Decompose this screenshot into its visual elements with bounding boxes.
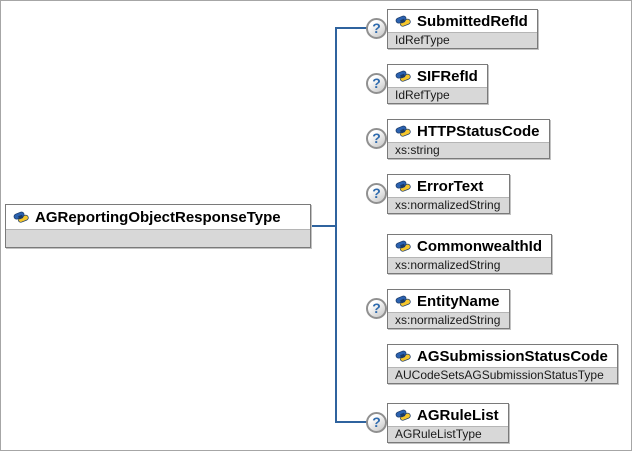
element-label: HTTPStatusCode: [417, 122, 540, 140]
element-icon: [395, 69, 411, 83]
element-icon: [395, 408, 411, 422]
element-node[interactable]: SIFRefId IdRefType: [387, 64, 488, 104]
optional-marker-icon: ?: [366, 73, 387, 94]
element-icon: [395, 14, 411, 28]
optional-marker-icon: ?: [366, 412, 387, 433]
element-icon: [395, 124, 411, 138]
element-type: xs:string: [388, 142, 549, 158]
element-node[interactable]: ErrorText xs:normalizedString: [387, 174, 511, 214]
element-icon: [395, 239, 411, 253]
element-type: xs:normalizedString: [388, 257, 552, 273]
element-type: xs:normalizedString: [388, 197, 510, 213]
element-label: SIFRefId: [417, 67, 478, 85]
element-node[interactable]: AGSubmissionStatusCode AUCodeSetsAGSubmi…: [387, 344, 618, 384]
connector-branch-top: [335, 27, 367, 29]
connector-root-stub: [311, 225, 337, 227]
optional-marker-icon: ?: [366, 18, 387, 39]
connector-trunk: [335, 27, 337, 423]
element-label: AGRuleList: [417, 406, 499, 424]
element-icon: [395, 179, 411, 193]
element-row: ? ErrorText xs:normalizedString: [366, 174, 511, 215]
root-node-type: [6, 229, 310, 247]
element-type: AGRuleListType: [388, 426, 508, 442]
element-label: ErrorText: [417, 177, 484, 195]
element-icon: [13, 210, 29, 224]
optional-marker-icon: ?: [366, 183, 387, 204]
element-row: ? AGSubmissionStatusCode AUCodeSetsAGSub…: [366, 344, 618, 385]
element-label: EntityName: [417, 292, 500, 310]
element-node[interactable]: EntityName xs:normalizedString: [387, 289, 511, 329]
optional-marker-icon: ?: [366, 128, 387, 149]
element-row: ? SubmittedRefId IdRefType: [366, 9, 538, 50]
element-label: CommonwealthId: [417, 237, 543, 255]
element-row: ? AGRuleList AGRuleListType: [366, 403, 509, 444]
root-node-label: AGReportingObjectResponseType: [35, 208, 281, 226]
element-node[interactable]: AGRuleList AGRuleListType: [387, 403, 509, 443]
element-icon: [395, 349, 411, 363]
element-node[interactable]: HTTPStatusCode xs:string: [387, 119, 550, 159]
optional-marker-icon: ?: [366, 298, 387, 319]
element-row: ? SIFRefId IdRefType: [366, 64, 488, 105]
element-node[interactable]: SubmittedRefId IdRefType: [387, 9, 538, 49]
element-row: ? HTTPStatusCode xs:string: [366, 119, 550, 160]
element-type: xs:normalizedString: [388, 312, 510, 328]
element-type: IdRefType: [388, 87, 487, 103]
element-node[interactable]: CommonwealthId xs:normalizedString: [387, 234, 553, 274]
root-node-title: AGReportingObjectResponseType: [6, 205, 310, 229]
root-element-node[interactable]: AGReportingObjectResponseType: [5, 204, 311, 248]
element-label: SubmittedRefId: [417, 12, 528, 30]
element-icon: [395, 294, 411, 308]
element-type: IdRefType: [388, 32, 537, 48]
element-type: AUCodeSetsAGSubmissionStatusType: [388, 367, 617, 383]
element-label: AGSubmissionStatusCode: [417, 347, 608, 365]
element-row: ? EntityName xs:normalizedString: [366, 289, 511, 330]
element-row: ? CommonwealthId xs:normalizedString: [366, 234, 553, 275]
connector-branch-bottom: [335, 421, 367, 423]
